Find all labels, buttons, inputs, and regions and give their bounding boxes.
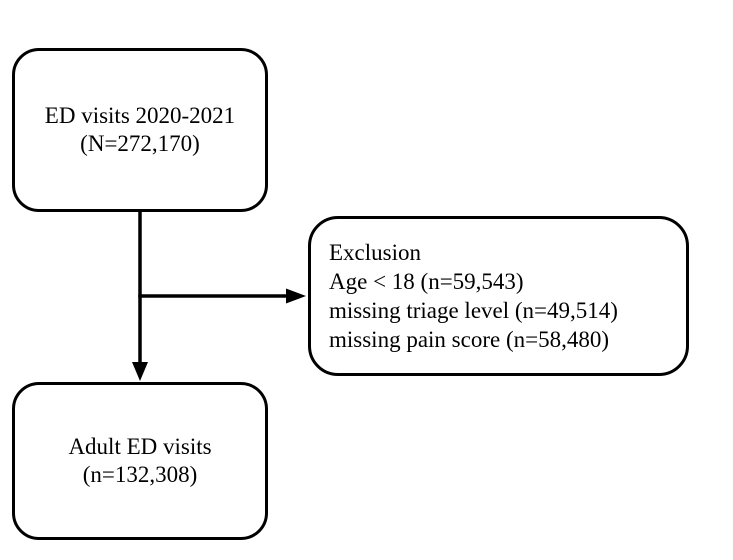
node-exclusion-title: Exclusion [329, 240, 421, 265]
node-ed-visits-line2: (N=272,170) [80, 131, 200, 156]
down-arrowhead [132, 362, 148, 381]
node-adult-ed-visits-line2: (n=132,308) [82, 462, 198, 487]
node-adult-ed-visits-line1: Adult ED visits [68, 434, 212, 459]
node-exclusion-line-pain: missing pain score (n=58,480) [329, 327, 609, 352]
node-ed-visits-line1: ED visits 2020-2021 [44, 103, 236, 128]
node-ed-visits: ED visits 2020-2021 (N=272,170) [12, 48, 268, 212]
node-exclusion-line-triage: missing triage level (n=49,514) [329, 298, 618, 323]
node-adult-ed-visits: Adult ED visits (n=132,308) [12, 382, 268, 540]
right-arrowhead [286, 288, 306, 304]
node-exclusion: Exclusion Age < 18 (n=59,543) missing tr… [308, 216, 689, 376]
node-exclusion-line-age: Age < 18 (n=59,543) [329, 269, 524, 294]
